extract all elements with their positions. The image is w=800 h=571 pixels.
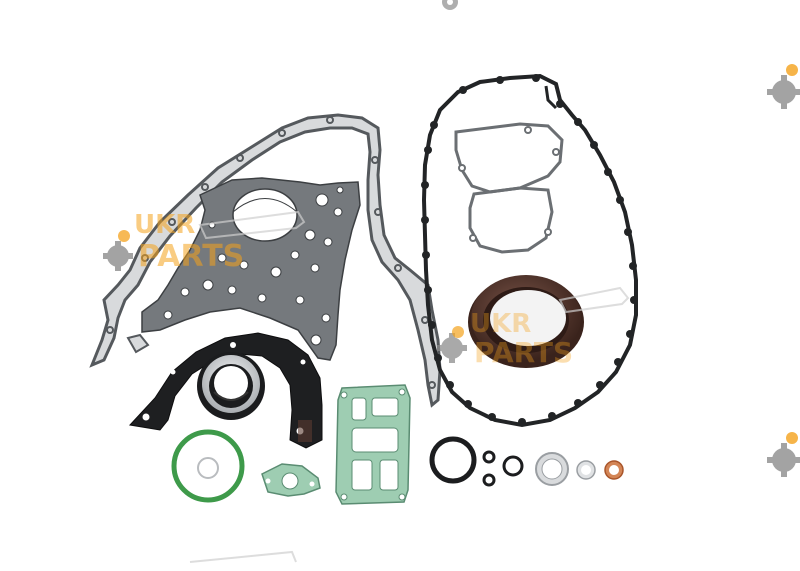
front-plate-gasket [141, 177, 361, 361]
rear-crank-seal [197, 352, 265, 420]
oil-filter-housing-gasket [335, 384, 411, 505]
watermark-gear-icon [103, 241, 133, 271]
watermark-line2: PARTS [138, 239, 244, 274]
rear-seal-housing-gasket [129, 332, 323, 449]
black-o-ring-large [429, 436, 477, 484]
watermark-gear-icon [442, 0, 800, 477]
green-o-ring [171, 429, 245, 503]
copper-washer [604, 460, 624, 480]
watermark-truck-outline [189, 210, 630, 563]
small-flange-gasket [261, 463, 321, 497]
watermark-gear-icon [437, 333, 467, 363]
silver-washer [535, 452, 569, 486]
watermark-logo-center: UKR PARTS [437, 309, 573, 369]
watermark-logo: UKR PARTS [103, 210, 244, 274]
front-cover-gasket [421, 73, 638, 428]
watermark-line1: UKR [134, 210, 195, 240]
front-crank-seal [468, 275, 584, 368]
small-silver-washer [576, 460, 596, 480]
watermark-line1: UKR [470, 309, 531, 339]
black-o-ring-small [482, 450, 524, 487]
watermark-line2: PARTS [474, 336, 573, 369]
water-pump-gasket [454, 122, 564, 254]
